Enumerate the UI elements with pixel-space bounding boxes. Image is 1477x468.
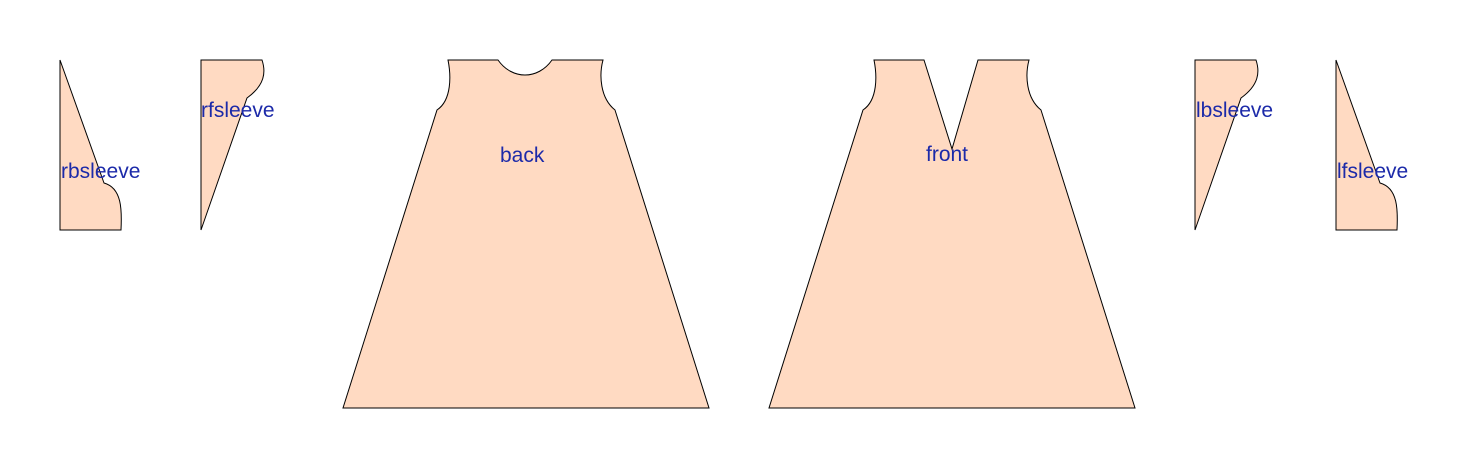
rbsleeve-label: rbsleeve: [61, 160, 140, 183]
piece-rbsleeve: rbsleeve: [59, 59, 140, 231]
rbsleeve-shape: [59, 59, 122, 231]
back-shape: [342, 59, 710, 409]
lbsleeve-label: lbsleeve: [1196, 99, 1273, 122]
front-shape: [768, 59, 1136, 409]
piece-back: back: [342, 59, 710, 409]
piece-lbsleeve: lbsleeve: [1194, 59, 1273, 231]
piece-front: front: [768, 59, 1136, 409]
piece-lfsleeve: lfsleeve: [1335, 59, 1408, 231]
rfsleeve-label: rfsleeve: [201, 99, 275, 122]
front-label: front: [926, 143, 968, 166]
rfsleeve-shape: [200, 59, 265, 231]
lbsleeve-shape: [1194, 59, 1259, 231]
lfsleeve-shape: [1335, 59, 1398, 231]
back-label: back: [500, 144, 545, 167]
piece-rfsleeve: rfsleeve: [200, 59, 275, 231]
lfsleeve-label: lfsleeve: [1337, 160, 1408, 183]
